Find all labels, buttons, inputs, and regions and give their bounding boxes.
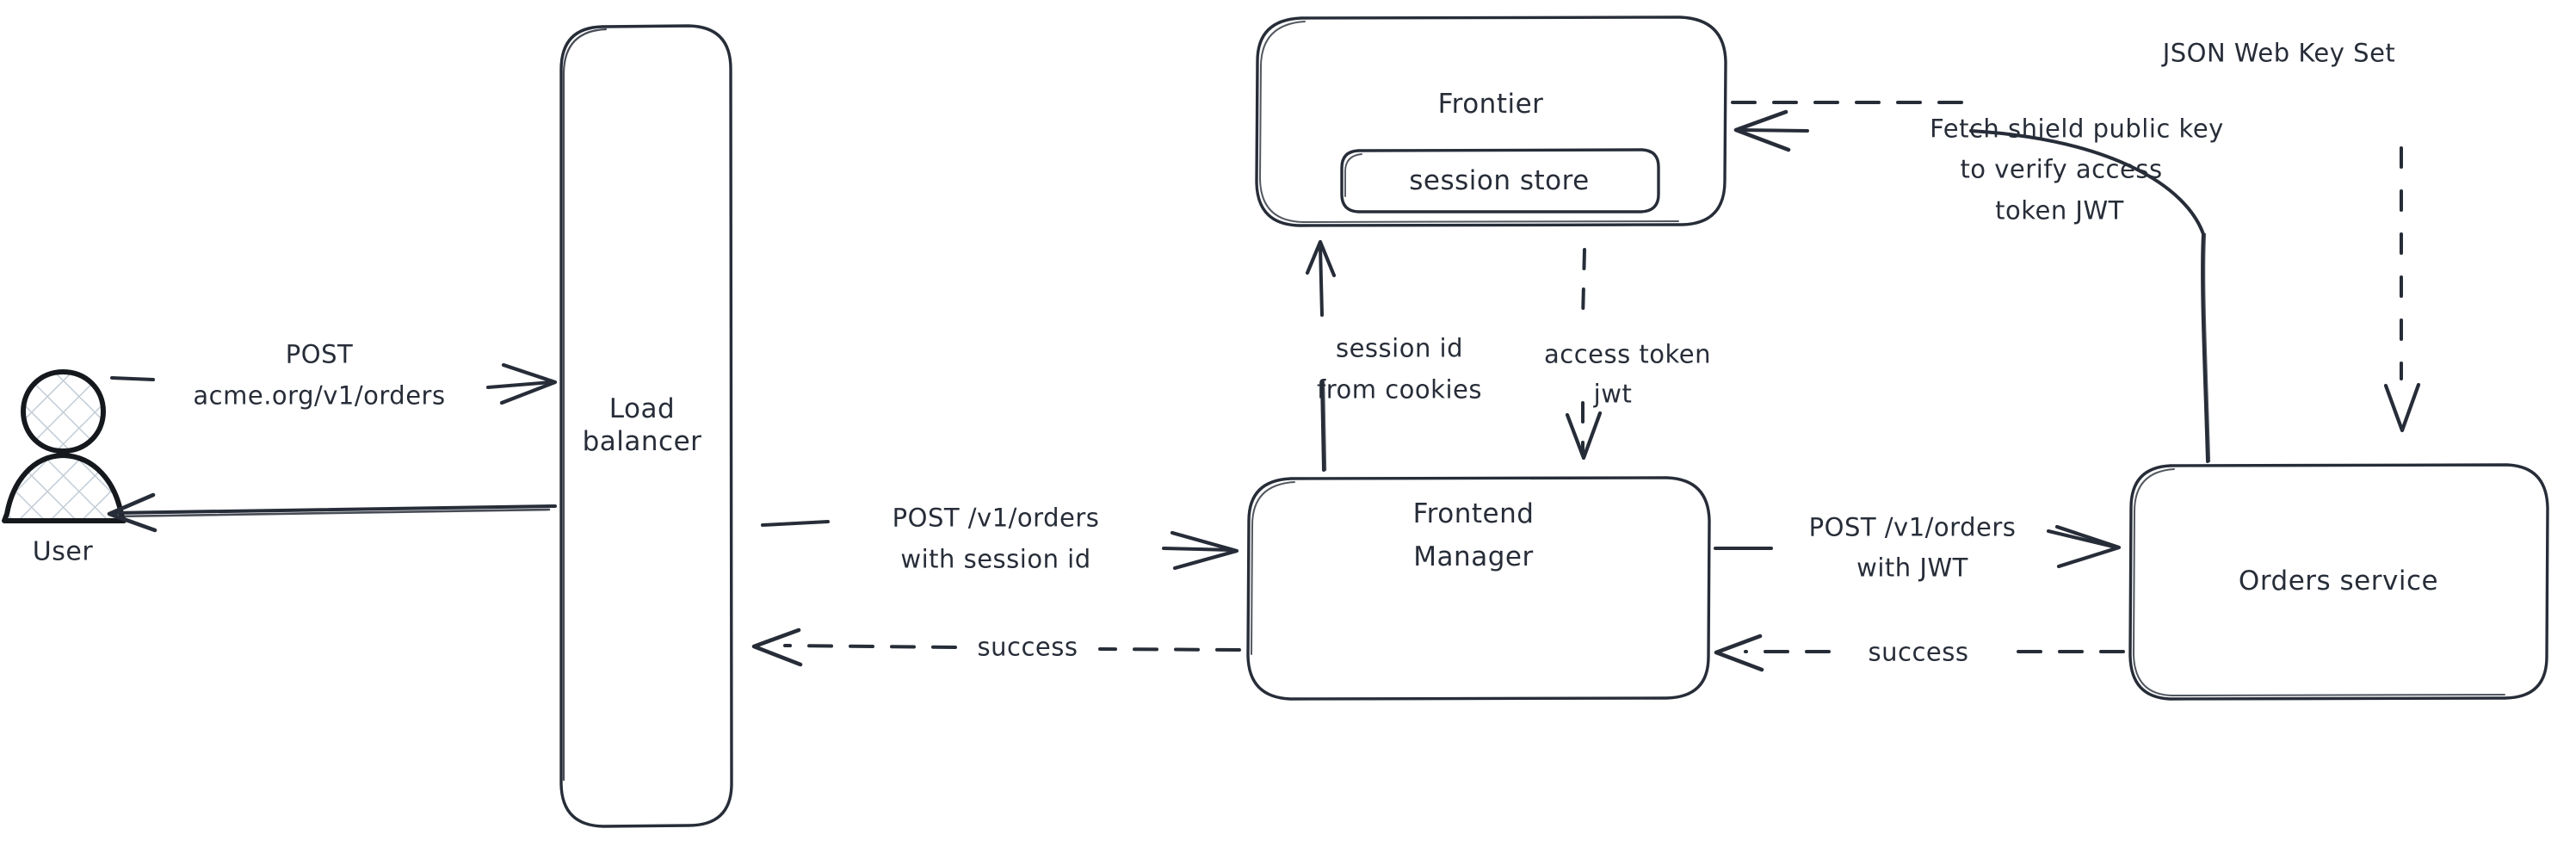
orders-service-box[interactable] [2128,463,2549,701]
edge-label-access-token-line1: access token [1543,339,1712,369]
frontier-label: Frontier [1437,89,1544,121]
edge-loadbalancer-to-frontendmanager [761,520,1239,571]
edge-label-success-left: success [977,632,1078,662]
edge-label-jwks: JSON Web Key Set [2162,38,2396,68]
edge-user-to-loadbalancer [110,362,558,405]
edge-label-session-id-line1: session id [1335,333,1464,363]
edge-label-post-orders-jwt-line2: with JWT [1856,553,1968,583]
load-balancer-box[interactable] [559,24,733,828]
edge-label-fetch-key-line1: Fetch shield public key [1930,114,2224,144]
user-label: User [32,536,94,567]
orders-service-label: Orders service [2238,566,2439,597]
edge-label-post-acme-line2: acme.org/v1/orders [193,380,446,411]
edge-label-post-orders-session-line2: with session id [900,544,1091,574]
edge-frontier-to-ordersservice [1731,101,2421,433]
edge-ordersservice-to-frontier [1733,109,2211,463]
edge-loadbalancer-to-user [107,492,557,533]
edge-frontendmanager-to-frontier [1305,239,1337,472]
edge-label-post-orders-session-line1: POST /v1/orders [892,503,1100,533]
frontend-manager-box[interactable] [1246,476,1711,701]
frontend-manager-label-line1: Frontend [1412,498,1535,530]
edge-ordersservice-to-frontendmanager [1714,634,2125,672]
user-actor-icon [2,369,127,523]
edge-label-access-token-line2: jwt [1593,379,1633,409]
edge-frontendmanager-to-loadbalancer [751,628,1241,667]
edge-label-post-acme-line1: POST [285,339,354,369]
edge-label-session-id-line2: from cookies [1317,374,1482,405]
load-balancer-label: Load balancer [582,393,702,457]
frontend-manager-label-line2: Manager [1413,541,1534,573]
edge-frontier-to-frontendmanager [1565,248,1603,461]
edge-label-fetch-key-line2: to verify access [1960,154,2163,184]
edge-label-fetch-key-line3: token JWT [1995,195,2124,226]
session-store-label: session store [1409,165,1590,197]
edge-label-success-right: success [1868,637,1969,667]
session-store-box[interactable] [1340,148,1660,213]
edge-frontendmanager-to-ordersservice [1714,524,2122,569]
edge-label-post-orders-jwt-line1: POST /v1/orders [1808,512,2017,542]
